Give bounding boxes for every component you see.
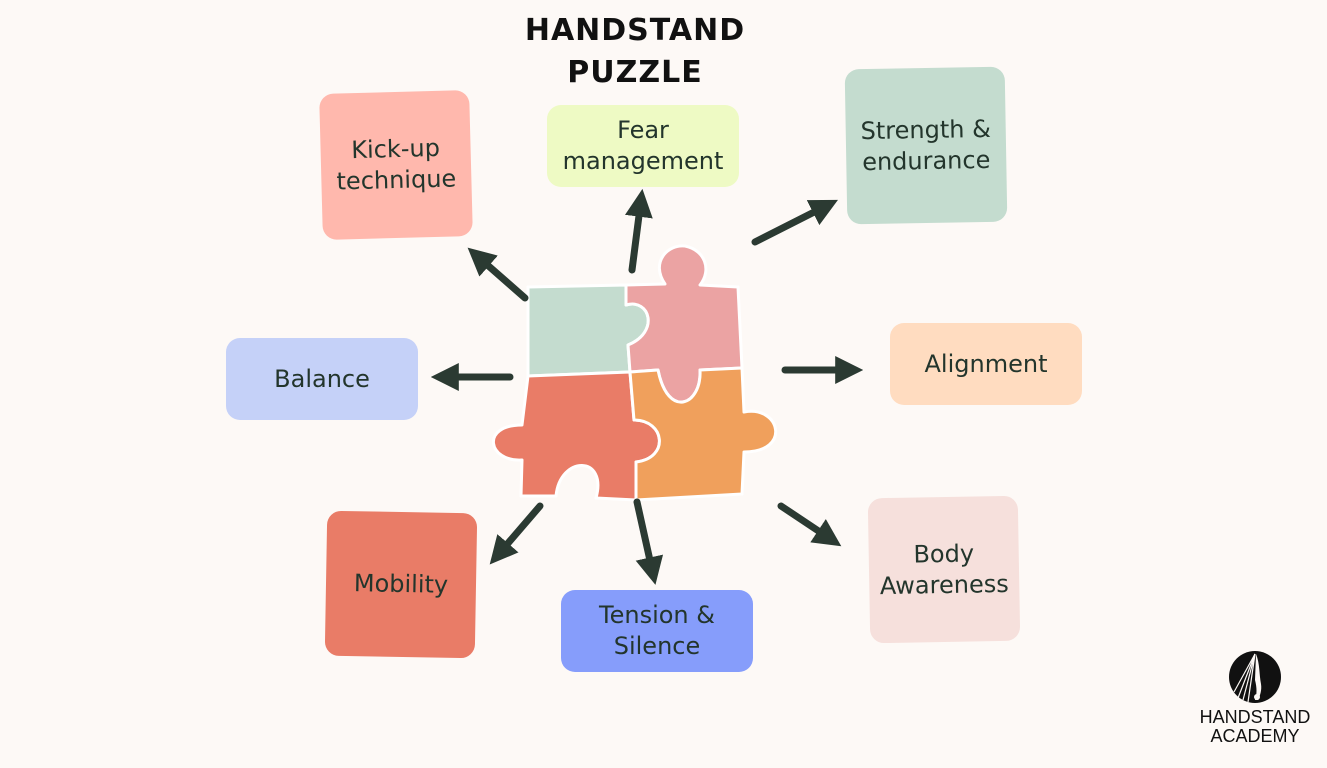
arrow-to-mobility (489, 502, 544, 565)
diagram-title: HANDSTAND PUZZLE (520, 10, 750, 94)
node-kickup-line-2: technique (336, 164, 457, 196)
node-strength-endurance: Strength & endurance (844, 66, 1008, 225)
node-fear-line-2: management (562, 147, 724, 175)
logo-line-1: HANDSTAND (1199, 707, 1311, 727)
brand-logo: HANDSTAND ACADEMY (1185, 650, 1325, 746)
node-kickup-line-1: Kick-up (350, 133, 441, 165)
arrow-to-body (777, 502, 842, 547)
node-body-line-2: Awareness (879, 569, 1009, 600)
node-alignment-line-1: Alignment (924, 349, 1048, 378)
node-body-awareness: Body Awareness (867, 495, 1021, 644)
node-strength-line-2: endurance (861, 145, 991, 176)
title-line-2: PUZZLE (567, 55, 703, 90)
logo-line-2: ACADEMY (1210, 726, 1300, 746)
arrow-to-kickup (467, 247, 529, 302)
node-tension-silence: Tension & Silence (561, 590, 753, 672)
arrows (430, 188, 864, 585)
node-body-line-1: Body (913, 538, 975, 569)
node-balance-line-1: Balance (274, 364, 370, 393)
node-balance: Balance (226, 338, 418, 420)
node-mobility: Mobility (324, 510, 478, 659)
handstand-academy-logo-icon (1229, 651, 1281, 703)
node-fear-line-1: Fear (617, 116, 669, 144)
title-line-1: HANDSTAND (524, 13, 746, 48)
arrow-to-strength (751, 199, 838, 246)
node-mobility-line-1: Mobility (353, 569, 449, 599)
node-strength-line-1: Strength & (860, 114, 992, 145)
node-fear-management: Fear management (547, 105, 739, 187)
arrow-to-tension (633, 498, 664, 585)
node-tension-line-1: Tension & (599, 601, 715, 629)
node-kickup-technique: Kick-up technique (319, 90, 473, 240)
node-alignment: Alignment (890, 323, 1082, 405)
puzzle-piece-bottom-right (628, 366, 777, 502)
node-tension-line-2: Silence (613, 632, 701, 660)
arrow-to-fear (624, 188, 653, 274)
central-puzzle (491, 244, 777, 502)
